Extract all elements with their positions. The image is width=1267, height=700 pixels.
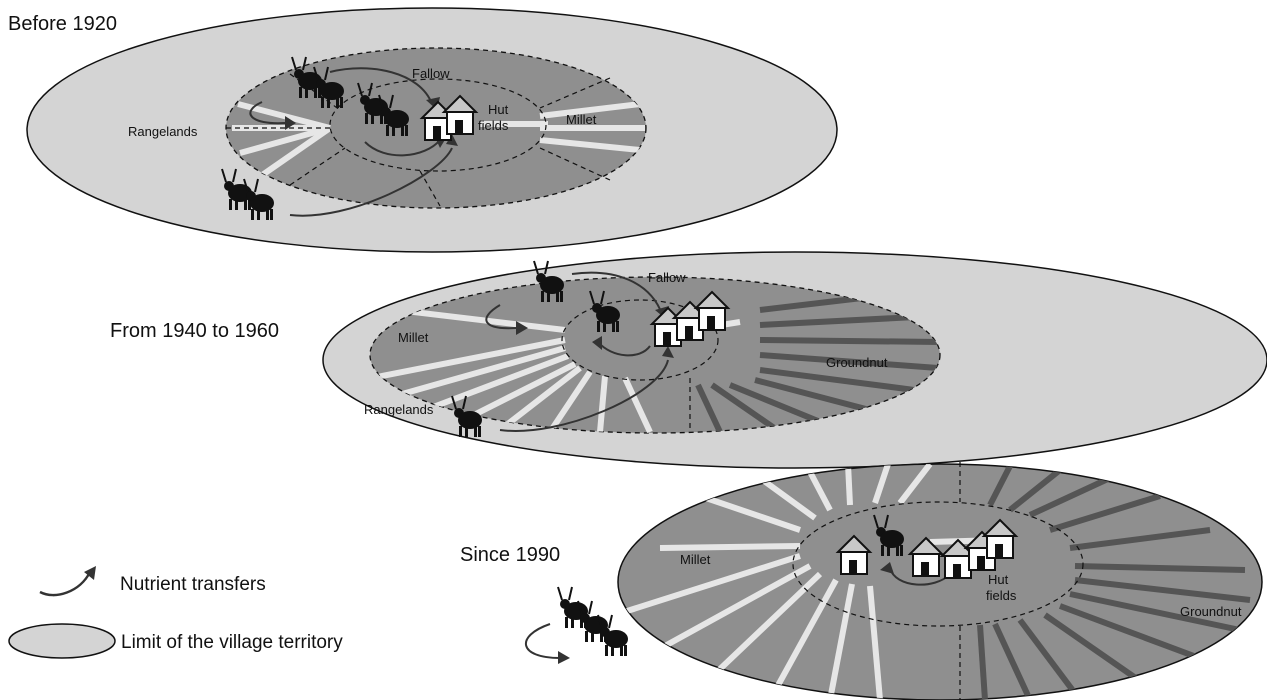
nutrient-arrow-head (84, 566, 96, 580)
zone-boundaries (561, 299, 719, 432)
label-rangelands: Rangelands (128, 124, 198, 139)
legend-item-nutrient-transfers: Nutrient transfers (39, 566, 266, 597)
label-fallow: Fallow (412, 66, 450, 81)
label-hut-line2: fields (986, 588, 1017, 603)
panel-title-1940-1960: From 1940 to 1960 (110, 320, 279, 342)
label-rangelands: Rangelands (364, 402, 434, 417)
legend-label-village-limit: Limit of the village territory (121, 632, 343, 653)
label-groundnut: Groundnut (826, 355, 888, 370)
panel-1940-1960: From 1940 to 1960 Millet Fallow Groundnu… (110, 251, 1267, 469)
label-hut-line1: Hut (488, 102, 509, 117)
label-fallow: Fallow (648, 270, 686, 285)
label-millet: Millet (566, 112, 597, 127)
label-groundnut: Groundnut (1180, 604, 1242, 619)
millet-strips (371, 305, 741, 433)
nutrient-arrows (485, 271, 669, 432)
panel-title-before-1920: Before 1920 (8, 13, 117, 35)
label-hut-line1: Hut (988, 572, 1009, 587)
zone-boundaries (792, 462, 1084, 700)
legend-label-nutrient-transfers: Nutrient transfers (120, 574, 266, 595)
groundnut-strips (977, 464, 1251, 700)
legend-item-village-limit: Limit of the village territory (8, 623, 343, 659)
village-limit-swatch-icon (8, 623, 116, 659)
arrow-heads (558, 562, 894, 664)
millet-strips (623, 464, 1001, 700)
panel-title-since-1990: Since 1990 (460, 544, 560, 566)
legend: Nutrient transfers Limit of the village … (8, 566, 343, 659)
label-hut-line2: fields (478, 118, 509, 133)
nutrient-arrows (249, 67, 453, 217)
panel-before-1920: Before 1920 Rangelands Fallow Hut fields… (8, 7, 838, 253)
label-millet: Millet (680, 552, 711, 567)
label-millet: Millet (398, 330, 429, 345)
panel-since-1990: Since 1990 Millet Hut fields Groundnut (460, 462, 1263, 700)
nutrient-arrow-icon (39, 571, 92, 597)
